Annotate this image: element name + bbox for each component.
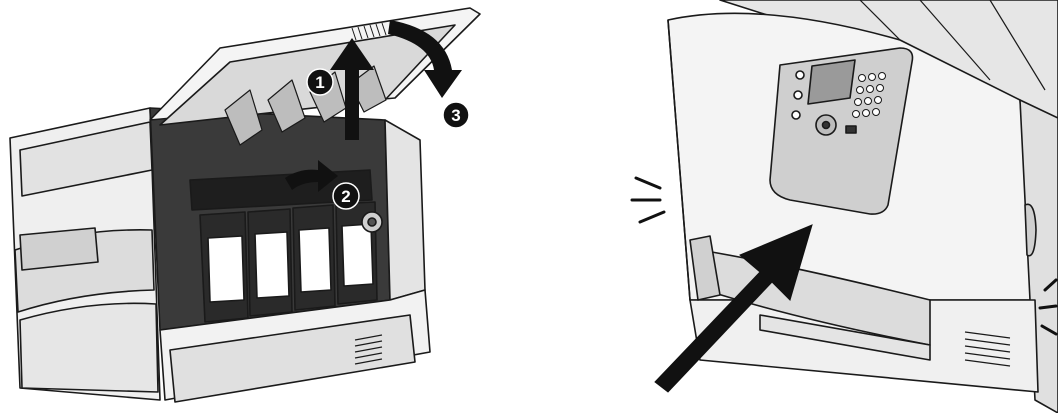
left-printer (9, 7, 481, 403)
step-badges: 1 2 3 (306, 68, 470, 210)
lcd-display (807, 59, 856, 105)
step-label-2: 2 (341, 187, 350, 206)
control-button-b (793, 90, 803, 100)
step-label-3: 3 (451, 106, 460, 125)
step-badge-2: 2 (332, 182, 360, 210)
arrow-lift-icon (330, 38, 374, 140)
control-button-c (791, 110, 801, 120)
step-badge-1: 1 (306, 68, 334, 96)
base-drawer (169, 314, 416, 403)
handle-upper (19, 227, 99, 271)
control-panel (769, 47, 914, 215)
click-marks-icon (630, 176, 1058, 336)
printer-right-side (384, 119, 426, 301)
tray-slot (759, 314, 931, 361)
arrow-push-icon (285, 160, 338, 192)
toner-cartridges (199, 201, 378, 323)
arrow-close-icon (388, 20, 462, 98)
lower-tray (19, 302, 159, 393)
right-printer (667, 0, 1058, 413)
step-arrows (285, 20, 462, 192)
front-door-edge (667, 19, 691, 301)
big-arrow-icon (654, 224, 813, 393)
control-button-a (795, 70, 805, 80)
step-badge-3: 3 (442, 101, 470, 129)
cover-vent (351, 22, 387, 41)
step-label-1: 1 (315, 73, 324, 92)
keypad (852, 72, 886, 118)
tray-front (689, 235, 721, 301)
status-indicator (845, 125, 857, 134)
vent-grille-right (964, 331, 1011, 367)
vent-grille (354, 334, 383, 365)
side-knob (1024, 203, 1037, 257)
